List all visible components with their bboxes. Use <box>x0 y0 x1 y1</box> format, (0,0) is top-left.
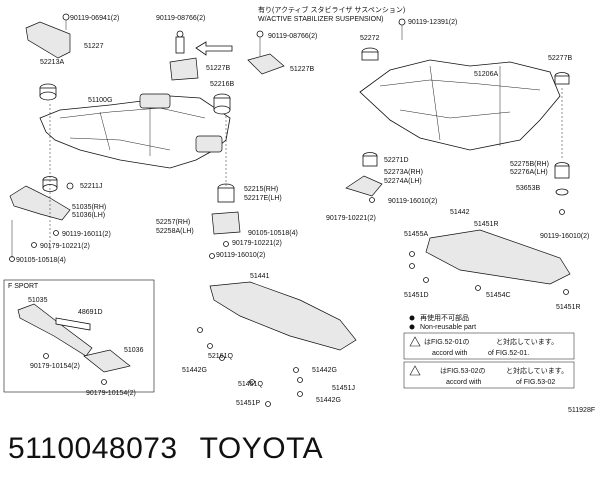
callout: 52215(RH) <box>244 186 278 193</box>
callout: 52277B <box>548 55 572 62</box>
callout: 52257(RH) <box>156 219 190 226</box>
undercover-51441 <box>209 281 357 351</box>
cover-51442 <box>425 229 571 285</box>
callout: 90119-08766(2) <box>268 33 317 40</box>
callout: 90119-16010(2) <box>216 252 265 259</box>
callout: 51442 <box>450 209 470 216</box>
callout: 51035(RH) <box>72 204 106 211</box>
callout: 53653B <box>516 185 540 192</box>
callout: 90179-10221(2) <box>232 240 282 247</box>
callout: 52161Q <box>208 353 233 360</box>
callout: 90119-08766(2) <box>156 15 205 22</box>
callout: 51454C <box>486 292 511 299</box>
callout: 51442G <box>182 367 207 374</box>
active-note-line1: 有り(アクティブ スタビライザ サスペンション) <box>258 5 405 14</box>
brace-51036-fsport <box>83 349 131 373</box>
callout: 52211J <box>80 183 102 190</box>
callout: 90105-10518(4) <box>248 230 298 237</box>
legend-line: 再使用不可部品 <box>420 313 469 322</box>
legend-line: accord with <box>432 350 468 357</box>
callout: 51227B <box>290 66 314 73</box>
bracket-52257 <box>211 211 241 235</box>
callout: 52274A(LH) <box>384 178 422 185</box>
callout: 90119-16011(2) <box>62 231 111 238</box>
legend: 再使用不可部品 Non-reusable part はFIG.52-01の と対… <box>403 313 575 389</box>
callout: 90105-10518(4) <box>16 257 66 264</box>
filled-circle-icon <box>409 324 415 330</box>
callout: 90119-16010(2) <box>540 233 589 240</box>
callout: 52258A(LH) <box>156 228 194 235</box>
callout: 51035 <box>28 297 48 304</box>
link-52273a <box>345 175 383 197</box>
brand: TOYOTA <box>199 432 324 465</box>
mount-51227b <box>169 57 199 81</box>
callout: 90179-10154(2) <box>86 390 136 397</box>
callout: 90119-16010(2) <box>388 198 437 205</box>
callout: 52271D <box>384 157 409 164</box>
callout: 51100G <box>88 97 112 104</box>
damper-48691d <box>55 317 91 331</box>
active-note-line2: W/ACTIVE STABILIZER SUSPENSION) <box>258 16 384 23</box>
rear-subframe-group <box>345 18 571 295</box>
mount-bracket-left <box>139 93 171 109</box>
callout: 51451Q <box>238 381 263 388</box>
callout: 52273A(RH) <box>384 169 423 176</box>
fsport-label: F SPORT <box>8 283 39 290</box>
part-number: 5110048073 <box>8 432 178 465</box>
callout: 51442G <box>316 397 341 404</box>
callout: 52216B <box>210 81 234 88</box>
legend-line: と対応しています。 <box>496 337 558 346</box>
callout: 51036 <box>124 347 144 354</box>
triangle-icon <box>409 336 421 347</box>
callout: 90179-10221(2) <box>40 243 90 250</box>
callout: 51227 <box>84 43 104 50</box>
filled-circle-icon <box>409 315 415 321</box>
brace-51035 <box>9 185 71 221</box>
figure-code: 511928F <box>568 407 595 414</box>
callout: 52213A <box>40 59 64 66</box>
mount-bracket-right <box>195 135 223 153</box>
callout: 90119-06941(2) <box>70 15 119 22</box>
legend-line: Non-reusable part <box>420 324 476 331</box>
callout: 52275B(RH) <box>510 161 549 168</box>
callout: 52272 <box>360 35 380 42</box>
legend-line: はFIG.53-02の <box>440 367 486 375</box>
legend-line: はFIG.52-01の <box>424 338 470 346</box>
legend-line: of FIG.53-02 <box>516 379 555 386</box>
callout: 51227B <box>206 65 230 72</box>
callout: 51036(LH) <box>72 212 105 219</box>
callout: 51442G <box>312 367 337 374</box>
legend-line: と対応しています。 <box>506 366 568 375</box>
footer: 5110048073 TOYOTA <box>8 432 323 466</box>
under-cover-group <box>197 281 357 407</box>
parts-diagram: 90119-06941(2) 51227 52213A 51100G 52211… <box>3 5 595 414</box>
brace-51035-fsport <box>17 303 93 357</box>
legend-line: accord with <box>446 379 482 386</box>
callout: 90119-12391(2) <box>408 19 457 26</box>
front-subframe <box>39 95 231 169</box>
callout: 51441 <box>250 273 270 280</box>
callout: 52217E(LH) <box>244 195 282 202</box>
callout: 51451J <box>332 385 355 392</box>
triangle-icon <box>409 365 421 376</box>
front-subframe-group <box>9 13 231 262</box>
callout: 51451P <box>236 400 260 407</box>
callout: 90179-10154(2) <box>30 363 80 370</box>
fsport-group <box>3 279 155 393</box>
callout: 90179-10221(2) <box>326 215 376 222</box>
left-arrow-icon <box>195 41 233 56</box>
callout: 51455A <box>404 231 428 238</box>
mount-51227b-active <box>247 53 285 75</box>
bracket-51227 <box>25 21 71 59</box>
callout: 52276A(LH) <box>510 169 548 176</box>
callout: 51451R <box>556 304 581 311</box>
legend-line: of FIG.52-01. <box>488 350 529 357</box>
callout: 48691D <box>78 309 103 316</box>
rear-subframe <box>359 59 561 151</box>
callout: 51451R <box>474 221 499 228</box>
callout: 51206A <box>474 71 498 78</box>
callout: 51451D <box>404 292 429 299</box>
center-mount-group <box>169 30 285 259</box>
